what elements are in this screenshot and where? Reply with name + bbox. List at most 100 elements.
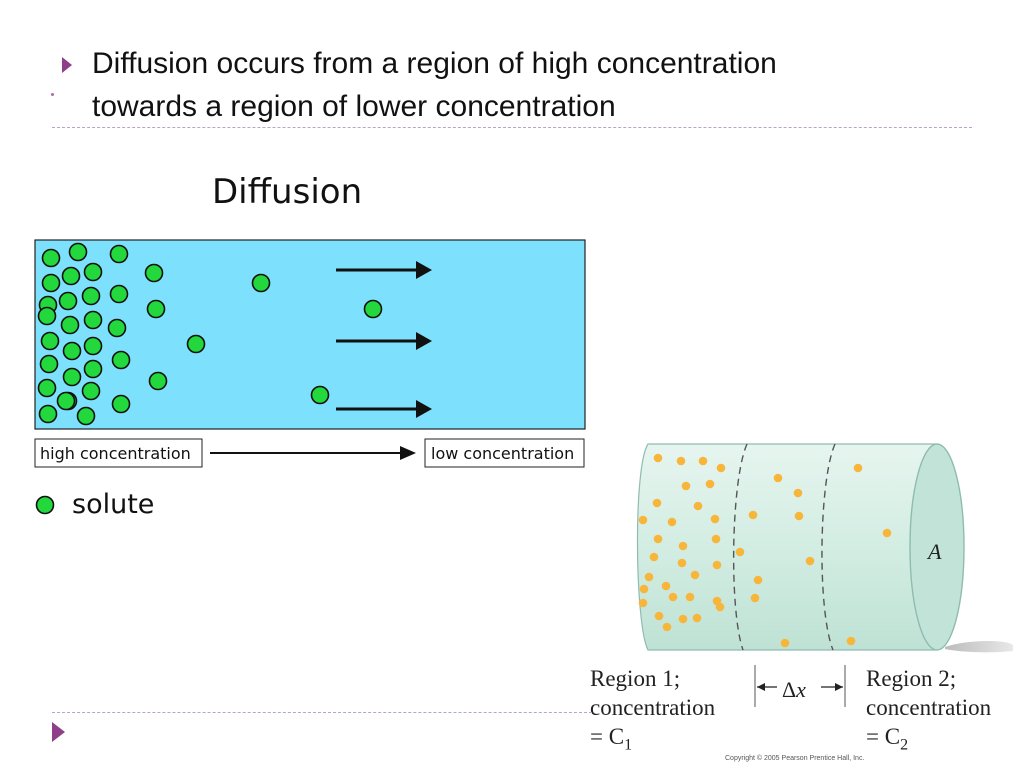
solute-dot — [107, 318, 127, 338]
top-divider — [52, 127, 972, 128]
particle-dot — [692, 613, 702, 623]
region-1-value: = C1 — [590, 722, 715, 760]
particle-dot — [677, 558, 687, 568]
solute-dot — [144, 263, 164, 283]
particle-dot — [794, 511, 804, 521]
solute-legend-icon — [35, 495, 55, 515]
particle-dot — [652, 498, 662, 508]
area-label: A — [926, 539, 942, 564]
solute-dot — [148, 371, 168, 391]
particle-dot — [654, 611, 664, 621]
particle-dot — [710, 514, 720, 524]
particle-dot — [780, 638, 790, 648]
solute-dot — [109, 284, 129, 304]
region-1-caption: Region 1; concentration = C1 — [590, 664, 715, 760]
bullet-line-1: Diffusion occurs from a region of high c… — [92, 47, 777, 80]
solute-dot — [38, 404, 58, 424]
flow-arrows — [336, 261, 432, 418]
solute-dot — [186, 334, 206, 354]
diffusion-title: Diffusion — [212, 172, 362, 212]
particle-dot — [668, 592, 678, 602]
region-1-title: Region 1; — [590, 666, 681, 691]
solute-dot — [37, 306, 57, 326]
particle-dot — [693, 501, 703, 511]
particle-dot — [711, 534, 721, 544]
solute-dot — [68, 242, 88, 262]
delta-x-marker — [754, 665, 846, 707]
cylinder-body — [636, 443, 936, 651]
particle-dot — [661, 581, 671, 591]
region-1-concentration: concentration — [590, 695, 716, 720]
solute-dot — [60, 315, 80, 335]
particle-dot — [753, 575, 763, 585]
region-boundary-2 — [821, 443, 836, 651]
solute-dot — [363, 299, 383, 319]
solute-dot — [83, 359, 103, 379]
particle-dot — [705, 479, 715, 489]
solute-dot — [83, 310, 103, 330]
particle-dot — [853, 463, 863, 473]
bottom-divider — [52, 712, 592, 713]
solute-dot — [56, 391, 76, 411]
particle-dot — [712, 560, 722, 570]
low-concentration-label: low concentration — [424, 438, 585, 468]
particle-dot — [735, 547, 745, 557]
bullet-triangle-icon — [62, 57, 72, 73]
particle-dot — [667, 517, 677, 527]
particle-dot — [639, 584, 649, 594]
region-2-subscript: 2 — [900, 736, 909, 754]
particle-dot — [846, 636, 856, 646]
region-1-symbol: = C — [590, 724, 625, 749]
particle-dot — [750, 593, 760, 603]
solute-dot — [62, 367, 82, 387]
low-concentration-text: low concentration — [431, 444, 574, 463]
cylinder-end-face — [909, 443, 965, 651]
solute-particles — [37, 242, 383, 426]
particle-dot — [681, 481, 691, 491]
solute-dot — [37, 378, 57, 398]
solute-dot — [146, 299, 166, 319]
region-2-symbol: = C — [866, 724, 901, 749]
bullet-line-2: towards a region of lower concentration — [92, 90, 616, 123]
solute-dot — [41, 248, 61, 268]
solute-dot — [61, 266, 81, 286]
region-1-subscript: 1 — [624, 736, 633, 754]
decorative-dot — [51, 93, 54, 96]
solute-dot — [62, 341, 82, 361]
particle-dot — [882, 528, 892, 538]
solute-dot — [41, 273, 61, 293]
particle-dot — [793, 488, 803, 498]
solute-legend-label: solute — [72, 489, 154, 520]
particle-dot — [716, 463, 726, 473]
region-2-value: = C2 — [866, 722, 991, 760]
diffusion-diagram: Diffusion high concentration low concent… — [34, 172, 586, 520]
region-2-caption: Region 2; concentration = C2 — [866, 664, 991, 760]
particle-dot — [649, 552, 659, 562]
delta-variable: x — [796, 677, 806, 702]
bullet-text: Diffusion occurs from a region of high c… — [92, 42, 972, 128]
solute-dot — [109, 244, 129, 264]
solute-dot — [310, 385, 330, 405]
particle-dot — [698, 456, 708, 466]
high-concentration-text: high concentration — [40, 444, 191, 463]
particle-dot — [638, 515, 648, 525]
particle-dot — [678, 541, 688, 551]
next-slide-icon[interactable] — [52, 722, 65, 742]
high-concentration-label: high concentration — [34, 438, 203, 468]
solute-dot — [81, 381, 101, 401]
particle-dot — [805, 556, 815, 566]
cylinder-diagram: A — [636, 443, 1013, 707]
solute-dot — [251, 273, 271, 293]
particle-dot — [676, 456, 686, 466]
delta-symbol: Δ — [782, 677, 797, 702]
particle-dot — [644, 572, 654, 582]
particle-dot — [690, 570, 700, 580]
region-boundary-1 — [732, 443, 748, 651]
region-2-concentration: concentration — [866, 695, 992, 720]
solute-dot — [39, 354, 59, 374]
region-2-title: Region 2; — [866, 666, 957, 691]
particle-dot — [685, 592, 695, 602]
copyright-text: Copyright © 2005 Pearson Prentice Hall, … — [725, 755, 865, 762]
particle-dot — [638, 598, 648, 608]
delta-x-label: Δx — [782, 677, 806, 703]
